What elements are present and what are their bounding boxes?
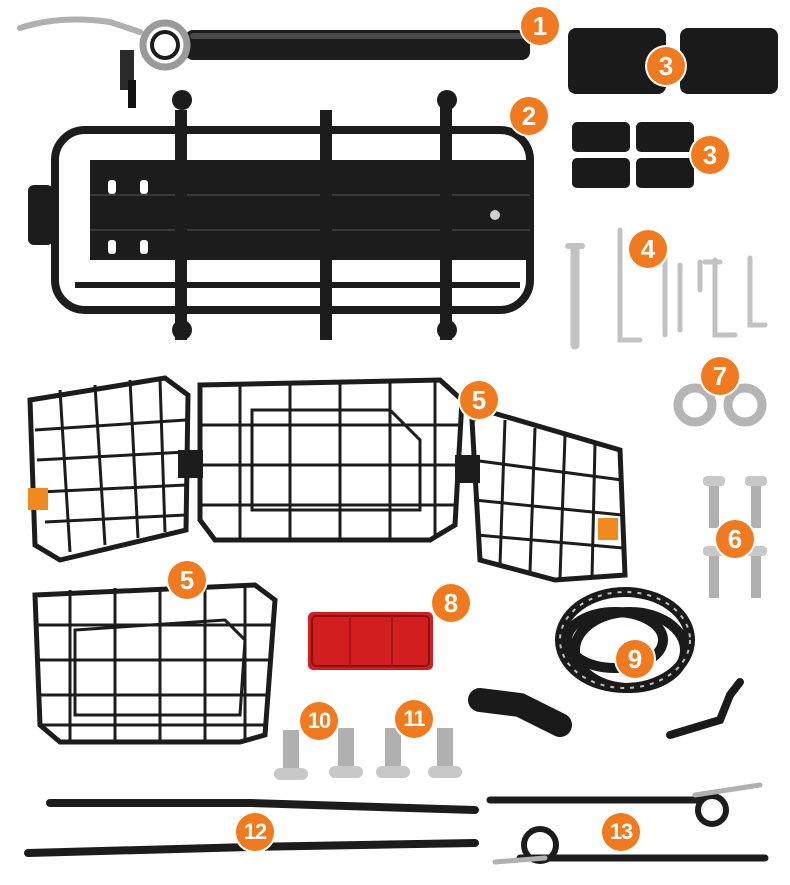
badge-12: 12: [236, 813, 274, 851]
badge-13: 13: [602, 813, 640, 851]
badge-10: 10: [300, 702, 338, 740]
badge-11: 11: [395, 700, 433, 738]
reflector: [308, 612, 433, 670]
seatpost-bar: [17, 16, 530, 108]
badge-2: 2: [510, 97, 548, 135]
badge-7: 7: [701, 357, 739, 395]
rubber-pads: [568, 28, 778, 188]
badge-5-top: 5: [460, 381, 498, 419]
bungee-cord: [468, 587, 744, 739]
badge-9: 9: [616, 640, 654, 678]
rack-platform: [28, 90, 534, 340]
badge-1: 1: [521, 7, 559, 45]
mesh-basket: [27, 375, 628, 745]
bolts: [274, 728, 462, 780]
stay-arms: [486, 782, 769, 865]
badge-3-top: 3: [647, 47, 685, 85]
badge-6: 6: [716, 520, 754, 558]
tools: [565, 227, 768, 350]
badge-4: 4: [629, 230, 667, 268]
badge-5-bottom: 5: [168, 561, 206, 599]
badge-3-bottom: 3: [691, 136, 729, 174]
washers: [673, 383, 767, 427]
badge-8: 8: [432, 584, 470, 622]
